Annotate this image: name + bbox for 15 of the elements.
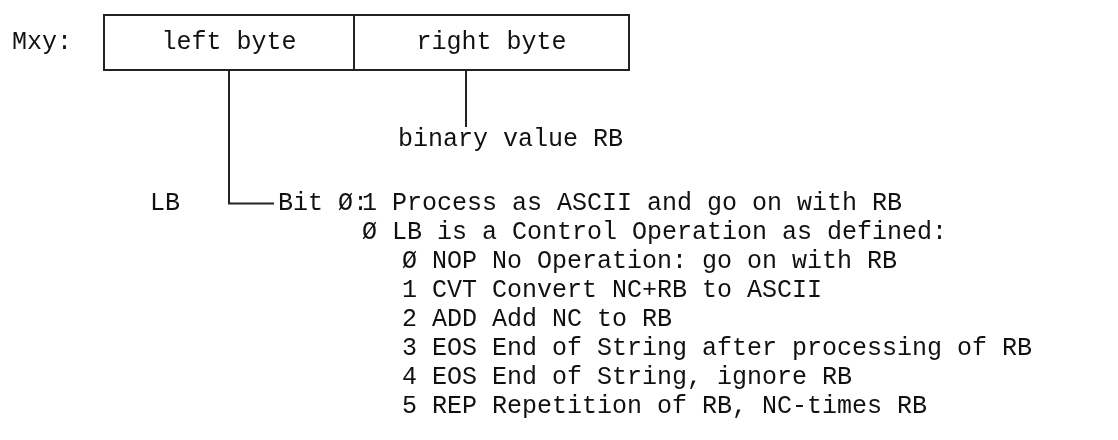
- register-field: left byte: [103, 14, 355, 71]
- byte-abbreviation: LB: [150, 189, 180, 218]
- operation-text: Ø NOP No Operation: go on with RB: [402, 247, 898, 276]
- register-field: right byte: [353, 14, 630, 71]
- operation-text: 2 ADD Add NC to RB: [402, 305, 673, 334]
- register-name: Mxy:: [12, 28, 72, 57]
- field-description: binary value RB: [398, 125, 624, 154]
- leader-line: [228, 70, 275, 205]
- leader-line: [465, 70, 467, 128]
- option-text: Ø LB is a Control Operation as defined:: [362, 218, 948, 247]
- operation-text: 1 CVT Convert NC+RB to ASCII: [402, 276, 823, 305]
- operation-text: 4 EOS End of String, ignore RB: [402, 363, 853, 392]
- operation-text: 3 EOS End of String after processing of RB: [402, 334, 1033, 363]
- option-text: 1 Process as ASCII and go on with RB: [362, 189, 903, 218]
- operation-text: 5 REP Repetition of RB, NC-times RB: [402, 392, 928, 421]
